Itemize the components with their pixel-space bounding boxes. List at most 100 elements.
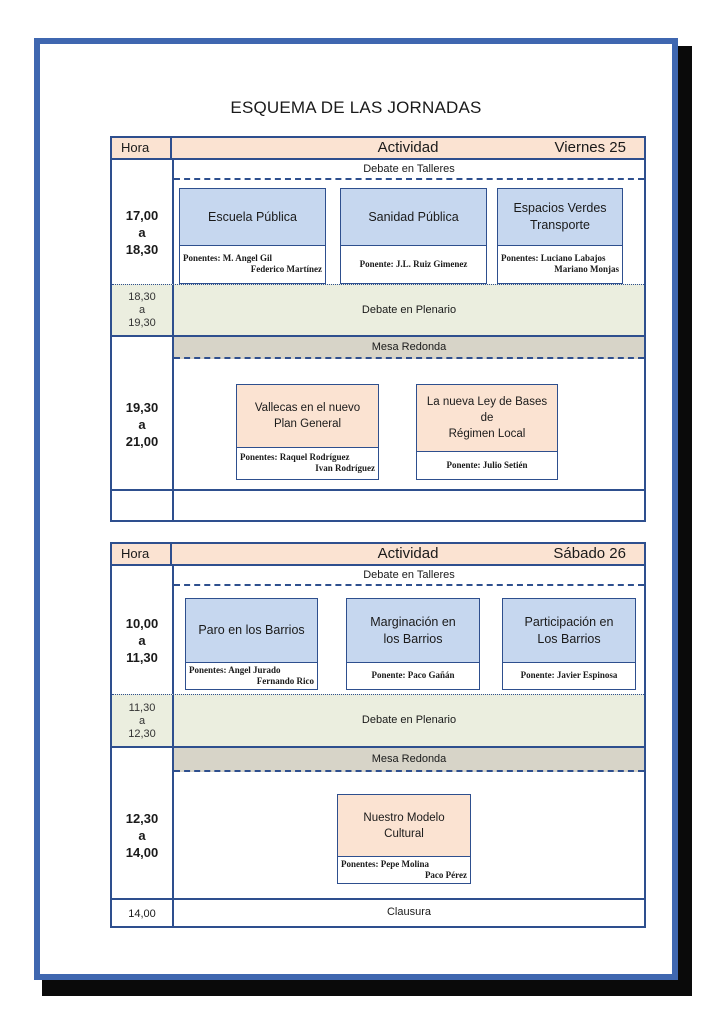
mesa-header: Mesa Redonda bbox=[174, 335, 644, 359]
speakers: Ponente: Paco Gañán bbox=[347, 662, 479, 689]
row-divider bbox=[112, 335, 644, 337]
speakers: Ponente: J.L. Ruiz Gimenez bbox=[341, 245, 486, 283]
column-divider bbox=[172, 285, 174, 336]
time-line: a bbox=[138, 416, 146, 432]
time-line: 21,00 bbox=[125, 433, 159, 449]
time-line: a bbox=[138, 827, 146, 843]
session-title-text: Paro en los Barrios bbox=[198, 623, 305, 637]
mesa-header: Mesa Redonda bbox=[174, 746, 644, 772]
speakers: Ponente: Julio Setién bbox=[417, 451, 557, 479]
speaker-line: Mariano Monjas bbox=[554, 264, 619, 274]
column-hora: Hora bbox=[112, 138, 172, 158]
speaker-line: Ponente: Paco Gañán bbox=[371, 670, 455, 680]
session-title-text: Escuela Pública bbox=[208, 209, 297, 224]
time-line: 10,00 bbox=[125, 615, 159, 631]
speaker-line: Federico Martínez bbox=[250, 264, 322, 274]
time-line: a bbox=[138, 632, 146, 648]
plenario-label: Debate en Plenario bbox=[361, 303, 457, 316]
table-header: Hora Actividad Viernes 25 bbox=[112, 138, 644, 160]
session-title: Sanidad Pública bbox=[341, 189, 486, 246]
end-time: 14,00 bbox=[128, 908, 156, 920]
day-label: Sábado 26 bbox=[553, 545, 626, 562]
session-title-text: Sanidad Pública bbox=[368, 209, 459, 224]
time-line: a bbox=[138, 224, 146, 240]
speaker-line: Ponente: Julio Setién bbox=[446, 459, 528, 470]
end-label: Clausura bbox=[386, 906, 432, 918]
speakers: Ponente: Javier Espinosa bbox=[503, 662, 635, 689]
end-time bbox=[112, 491, 172, 522]
talleres-header: Debate en Talleres bbox=[174, 160, 644, 180]
row-divider bbox=[112, 746, 644, 748]
time-line: 12,30 bbox=[125, 810, 159, 826]
column-divider bbox=[172, 160, 174, 520]
row-divider bbox=[112, 898, 644, 900]
time-line: 19,30 bbox=[125, 399, 159, 415]
column-actividad: Actividad bbox=[377, 139, 439, 156]
time-line: 17,00 bbox=[125, 207, 159, 223]
time-line: 18,30 bbox=[128, 291, 156, 303]
plenario-label: Debate en Plenario bbox=[361, 714, 457, 726]
column-actividad: Actividad bbox=[377, 545, 439, 562]
time-line: 11,30 bbox=[126, 649, 158, 665]
speaker-line: Ponente: J.L. Ruiz Gimenez bbox=[359, 258, 468, 269]
column-divider bbox=[172, 695, 174, 747]
table-header: Hora Actividad Sábado 26 bbox=[112, 544, 644, 566]
time-line: 11,30 bbox=[128, 701, 156, 714]
speaker-line: Ivan Rodríguez bbox=[315, 463, 375, 473]
column-hora: Hora bbox=[112, 544, 172, 564]
time-line: a bbox=[138, 714, 146, 727]
schedule-table: Hora Actividad Viernes 25 Debate en Tallere… bbox=[110, 136, 646, 522]
session-title: Paro en los Barrios bbox=[186, 599, 317, 663]
time-line: 19,30 bbox=[128, 317, 156, 329]
time-line: a bbox=[138, 304, 146, 316]
speaker-line: Ponente: Javier Espinosa bbox=[520, 670, 618, 680]
row-divider bbox=[112, 489, 644, 491]
speaker-line: Ponentes: Pepe Molina bbox=[341, 858, 429, 869]
day-label: Viernes 25 bbox=[554, 139, 626, 156]
speaker-line: Ponentes: Raquel Rodríguez bbox=[240, 452, 350, 462]
session-title: Escuela Pública bbox=[180, 189, 325, 246]
speaker-line: Ponentes: Angel Jurado bbox=[189, 664, 281, 675]
time-line: 12,30 bbox=[128, 727, 156, 740]
speaker-line: Ponentes: Luciano Labajos bbox=[501, 253, 606, 263]
speaker-line: Paco Pérez bbox=[424, 869, 467, 880]
speaker-line: Ponentes: M. Angel Gil bbox=[183, 253, 272, 263]
speaker-line: Fernando Rico bbox=[256, 675, 314, 686]
